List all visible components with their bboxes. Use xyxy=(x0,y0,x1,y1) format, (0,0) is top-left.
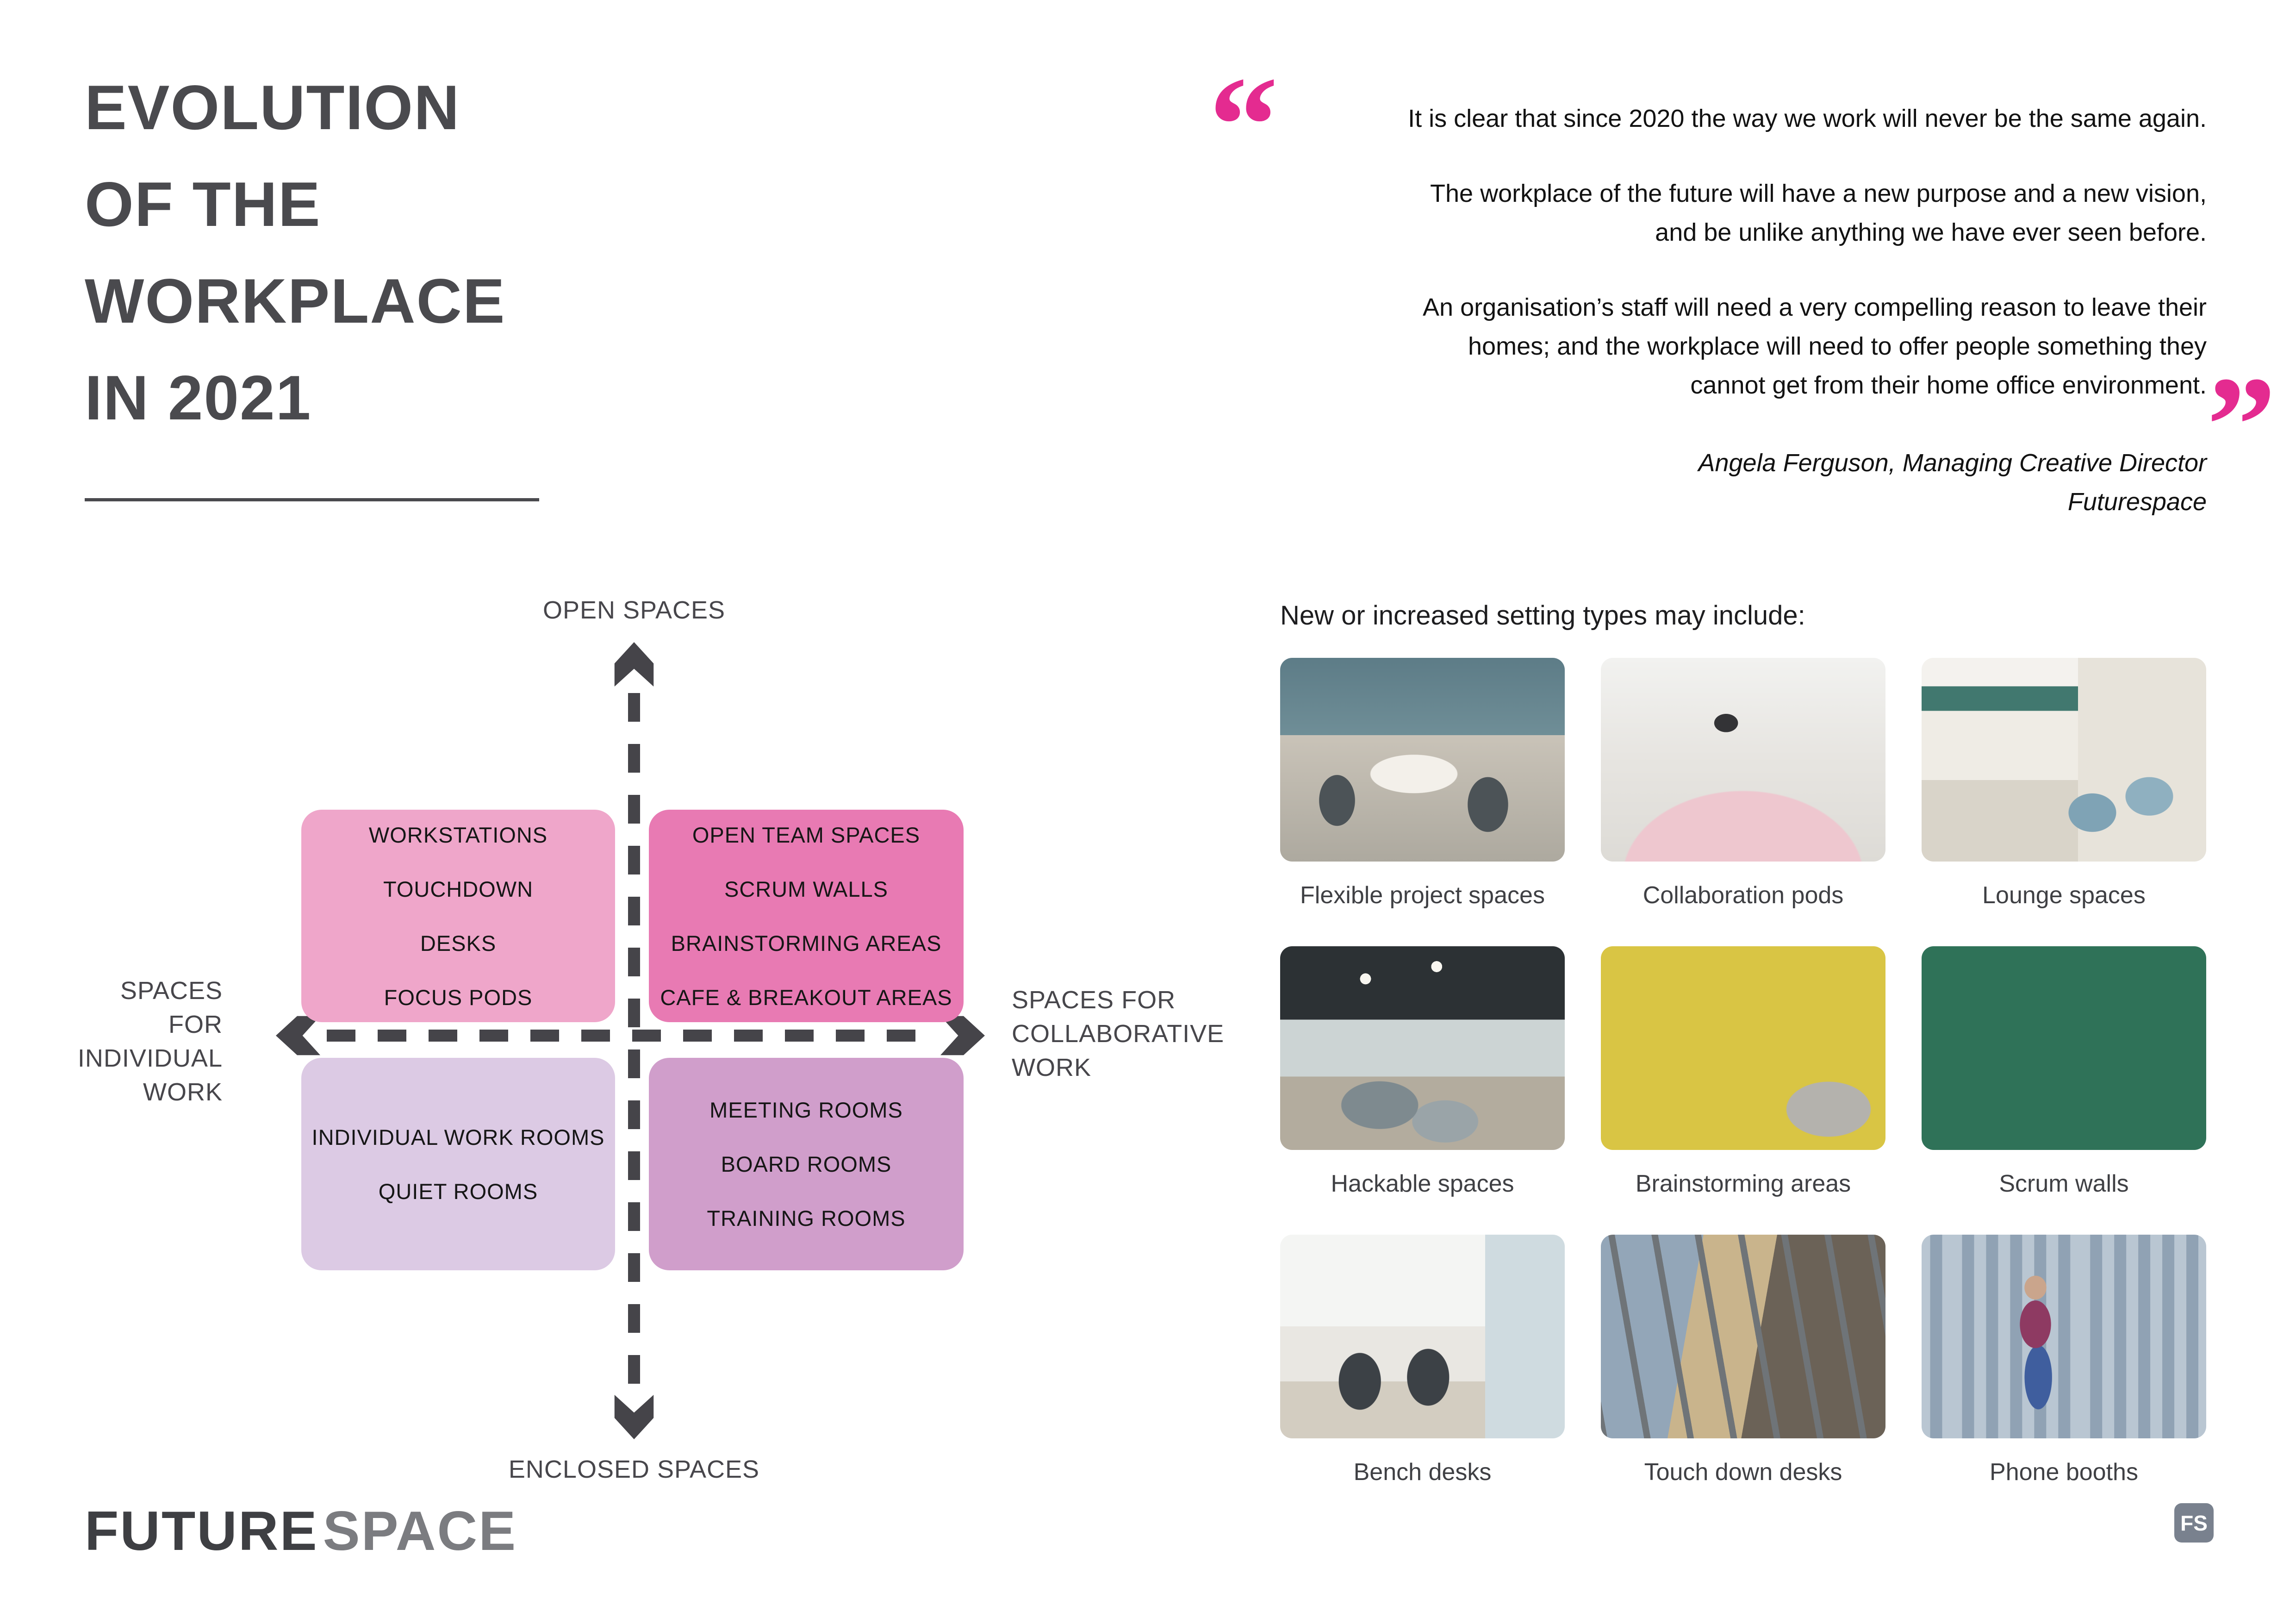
horizontal-axis-dashed-line xyxy=(327,1030,938,1042)
photo-caption: Scrum walls xyxy=(1999,1170,2129,1197)
axis-label-open-spaces: OPEN SPACES xyxy=(542,596,726,624)
title-underline xyxy=(85,498,539,501)
quote-line: It is clear that since 2020 the way we w… xyxy=(1408,105,2207,132)
attribution-company: Futurespace xyxy=(2067,488,2207,516)
quote-paragraph: The workplace of the future will have a … xyxy=(1203,174,2207,252)
axis-label-enclosed-spaces: ENCLOSED SPACES xyxy=(508,1455,760,1483)
title-line: OF THE xyxy=(85,169,321,239)
photo-caption: Touch down desks xyxy=(1644,1459,1842,1486)
setting-card: Scrum walls xyxy=(1922,946,2206,1198)
quadrant-open-collaborative: OPEN TEAM SPACES SCRUM WALLS BRAINSTORMI… xyxy=(649,810,964,1022)
quadrant-enclosed-collaborative: MEETING ROOMS BOARD ROOMS TRAINING ROOMS xyxy=(649,1058,964,1270)
arrow-up-icon xyxy=(612,642,656,687)
setting-card: Touch down desks xyxy=(1601,1235,1885,1487)
quote-paragraph: It is clear that since 2020 the way we w… xyxy=(1203,99,2207,138)
photo-caption: Phone booths xyxy=(1990,1459,2138,1486)
photo-caption: Bench desks xyxy=(1353,1459,1492,1486)
quote-attribution: Angela Ferguson, Managing Creative Direc… xyxy=(1203,443,2207,521)
photo-brainstorming-areas xyxy=(1601,946,1885,1150)
page-title: EVOLUTION OF THE WORKPLACE IN 2021 xyxy=(85,59,506,446)
quote-block: It is clear that since 2020 the way we w… xyxy=(1203,99,2207,521)
axis-label-individual-work: SPACES FOR INDIVIDUAL WORK xyxy=(77,977,223,1106)
quote-line: cannot get from their home office enviro… xyxy=(1690,371,2207,399)
quote-paragraph: An organisation’s staff will need a very… xyxy=(1203,288,2207,405)
photo-collaboration-pods xyxy=(1601,658,1885,862)
axis-label-collaborative-work: SPACES FOR COLLABORATIVE WORK xyxy=(1012,986,1225,1081)
title-line: IN 2021 xyxy=(85,362,312,433)
setting-card: Collaboration pods xyxy=(1601,658,1885,910)
title-line: WORKPLACE xyxy=(85,266,506,336)
photo-caption: Collaboration pods xyxy=(1643,882,1844,909)
setting-card: Hackable spaces xyxy=(1280,946,1565,1198)
quadrant-open-individual: WORKSTATIONS TOUCHDOWN DESKS FOCUS PODS xyxy=(301,810,615,1022)
setting-card: Phone booths xyxy=(1922,1235,2206,1487)
quote-line: homes; and the workplace will need to of… xyxy=(1468,332,2207,360)
photo-flexible-project-spaces xyxy=(1280,658,1565,862)
quote-line: The workplace of the future will have a … xyxy=(1430,180,2207,207)
photo-touch-down-desks xyxy=(1601,1235,1885,1438)
setting-card: Lounge spaces xyxy=(1922,658,2206,910)
photo-lounge-spaces xyxy=(1922,658,2206,862)
photo-caption: Flexible project spaces xyxy=(1300,882,1545,909)
photo-phone-booths xyxy=(1922,1235,2206,1438)
photo-caption: Hackable spaces xyxy=(1331,1170,1514,1197)
futurespace-logo: FUTURESPACE xyxy=(85,1499,517,1563)
quote-line: and be unlike anything we have ever seen… xyxy=(1655,219,2207,246)
logo-space: SPACE xyxy=(323,1500,517,1562)
photo-bench-desks xyxy=(1280,1235,1565,1438)
photo-scrum-walls xyxy=(1922,946,2206,1150)
setting-card: Flexible project spaces xyxy=(1280,658,1565,910)
quote-line: An organisation’s staff will need a very… xyxy=(1423,294,2207,321)
attribution-name-role: Angela Ferguson, Managing Creative Direc… xyxy=(1698,449,2207,477)
arrow-down-icon xyxy=(612,1395,656,1439)
vertical-axis-dashed-line xyxy=(628,693,640,1391)
fs-badge: FS xyxy=(2174,1503,2214,1543)
photo-caption: Lounge spaces xyxy=(1982,882,2146,909)
open-quote-icon: “ xyxy=(1209,48,1278,202)
title-line: EVOLUTION xyxy=(85,72,460,143)
setting-card: Bench desks xyxy=(1280,1235,1565,1487)
quadrant-enclosed-individual: INDIVIDUAL WORK ROOMS QUIET ROOMS xyxy=(301,1058,615,1270)
close-quote-icon: ” xyxy=(2207,348,2276,502)
settings-heading: New or increased setting types may inclu… xyxy=(1280,600,1805,631)
settings-grid: Flexible project spaces Collaboration po… xyxy=(1280,658,2206,1487)
setting-card: Brainstorming areas xyxy=(1601,946,1885,1198)
logo-future: FUTURE xyxy=(85,1500,318,1562)
photo-caption: Brainstorming areas xyxy=(1635,1170,1851,1197)
photo-hackable-spaces xyxy=(1280,946,1565,1150)
